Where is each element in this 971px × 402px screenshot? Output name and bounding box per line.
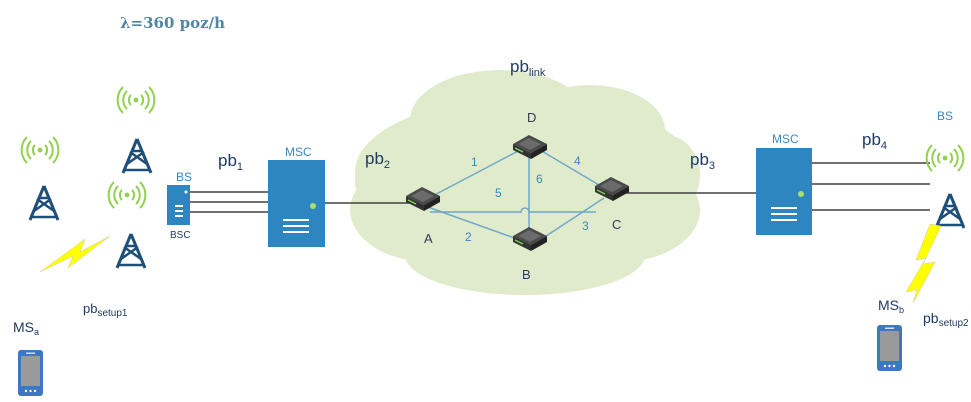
link-4-label: 4 [574,154,581,168]
mobile-phone-icon [877,325,902,371]
mobile-phone-icon [18,350,43,396]
bsc-label: BSC [170,230,191,241]
pb-setup1-label: pbsetup1 [83,301,128,319]
signal-icon [107,181,147,209]
pb1-label: pb1 [218,151,244,173]
bs-left-label: BS [176,170,193,184]
link-2-label: 2 [465,230,472,244]
node-c-label: C [612,217,622,232]
ms-b-label: MSb [878,297,905,315]
link-5-label: 5 [495,186,502,200]
bsc-device [167,185,190,225]
ms-a-label: MSa [13,319,40,337]
radio-link-icon [905,223,942,304]
link-1-label: 1 [471,155,478,169]
tower-icon [121,137,153,175]
signal-icon [20,136,60,164]
link-3-label: 3 [582,219,589,233]
pb3-label: pb3 [690,150,716,172]
signal-icon [925,144,965,172]
arrival-rate-label: λ=360 poz/h [120,14,226,32]
tower-icon [28,184,60,222]
pb-setup2-label: pbsetup2 [923,310,969,329]
pb4-label: pb4 [862,130,888,152]
msc-left-server [268,160,325,247]
tower-icon [115,232,147,270]
msc-right-server [756,148,812,235]
tower-icon [934,192,966,230]
bs-right-label: BS [937,109,954,123]
bsc-msc-trunk [190,191,268,213]
signal-icon [116,86,156,114]
node-a-label: A [424,231,433,246]
node-b-label: B [522,267,531,282]
pb2-label: pb2 [365,149,391,171]
radio-link-icon [39,235,111,273]
pb-link-label: pblink [510,57,546,79]
mesh-links [424,149,605,241]
msc-bs-trunk [812,162,930,211]
msc-left-label: MSC [285,145,312,159]
core-network-cloud [350,70,700,295]
node-d-label: D [527,110,537,125]
link-6-label: 6 [536,172,543,186]
msc-right-label: MSC [772,132,799,146]
